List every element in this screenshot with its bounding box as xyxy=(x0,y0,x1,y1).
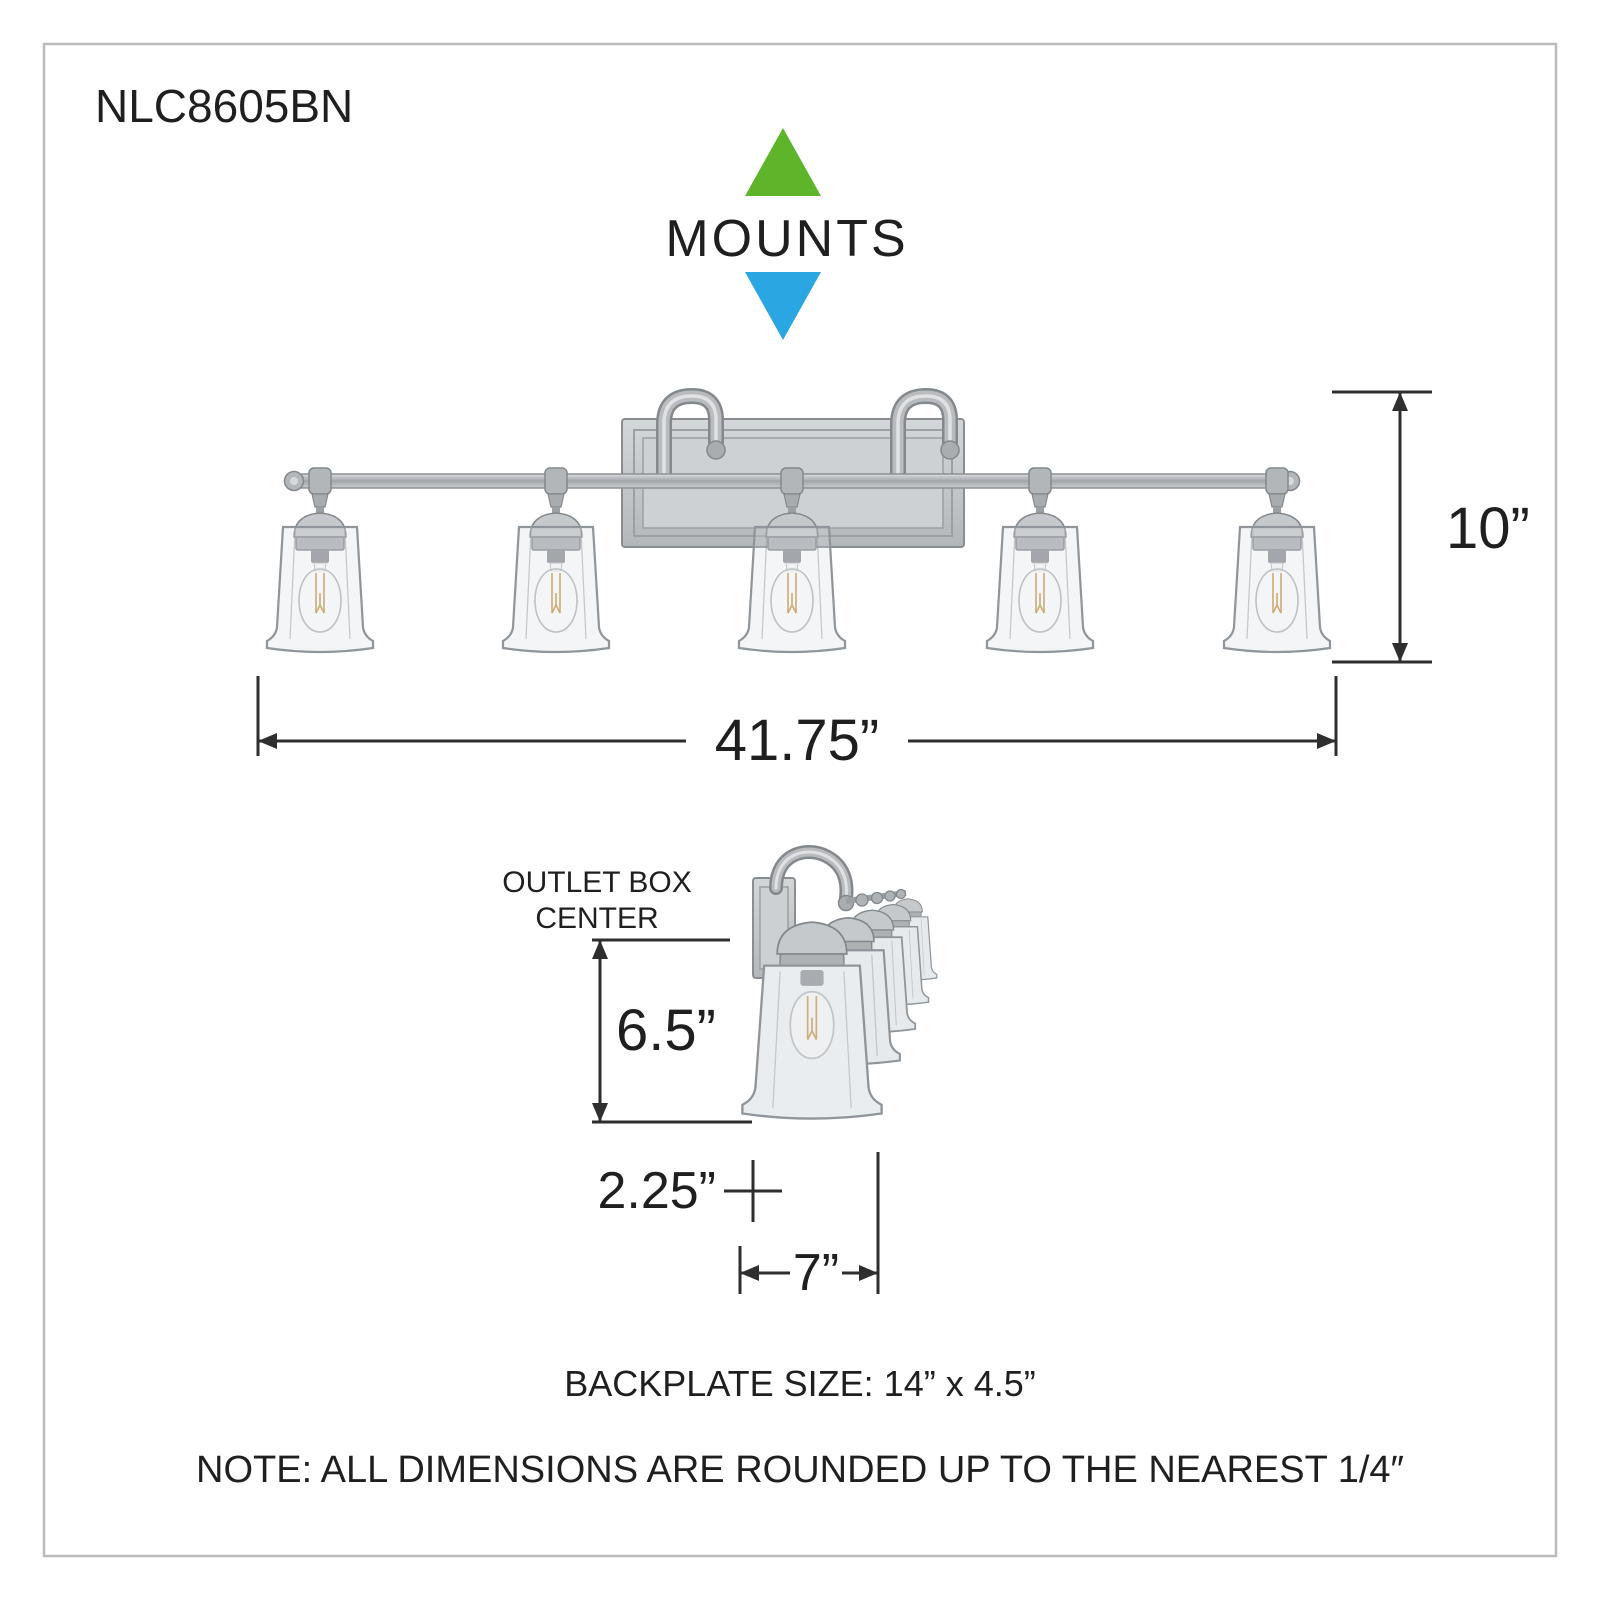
width-dimension-label: 41.75” xyxy=(715,708,879,773)
side-lamp-1 xyxy=(741,921,883,1120)
mounting-arm-right xyxy=(890,387,960,482)
outlet-box-label-line1: OUTLET BOX xyxy=(502,866,692,899)
side-view xyxy=(741,845,938,1120)
mounts-up-arrow-icon xyxy=(745,128,821,196)
backplate-size-text: BACKPLATE SIZE: 14” x 4.5” xyxy=(564,1363,1036,1404)
front-view xyxy=(265,387,1332,654)
mounts-label: MOUNTS xyxy=(665,210,908,268)
side-width-dimension-label: 7” xyxy=(793,1244,839,1302)
model-number: NLC8605BN xyxy=(95,80,353,132)
outlet-center-dimension: 6.5” xyxy=(592,938,752,1124)
outlet-box-label: OUTLET BOX CENTER xyxy=(502,866,692,935)
outlet-box-label-line2: CENTER xyxy=(535,902,658,935)
width-dimension: 41.75” xyxy=(256,676,1338,773)
crossbar-finial-left xyxy=(283,470,305,492)
outlet-center-dimension-label: 6.5” xyxy=(616,998,716,1063)
mounting-arm-left xyxy=(656,387,726,482)
height-dimension: 10” xyxy=(1332,390,1530,664)
depth-dimension-label: 2.25” xyxy=(597,1162,716,1220)
note-text: NOTE: ALL DIMENSIONS ARE ROUNDED UP TO T… xyxy=(196,1449,1404,1491)
side-arm xyxy=(769,845,855,912)
page-frame xyxy=(42,42,1558,1558)
depth-dimension: 2.25” xyxy=(597,1160,782,1222)
side-bar-joints xyxy=(845,888,907,907)
mounts-down-arrow-icon xyxy=(745,272,821,340)
side-width-dimension: 7” xyxy=(738,1152,880,1302)
mounts-indicator: MOUNTS xyxy=(665,128,908,340)
height-dimension-label: 10” xyxy=(1446,496,1530,561)
